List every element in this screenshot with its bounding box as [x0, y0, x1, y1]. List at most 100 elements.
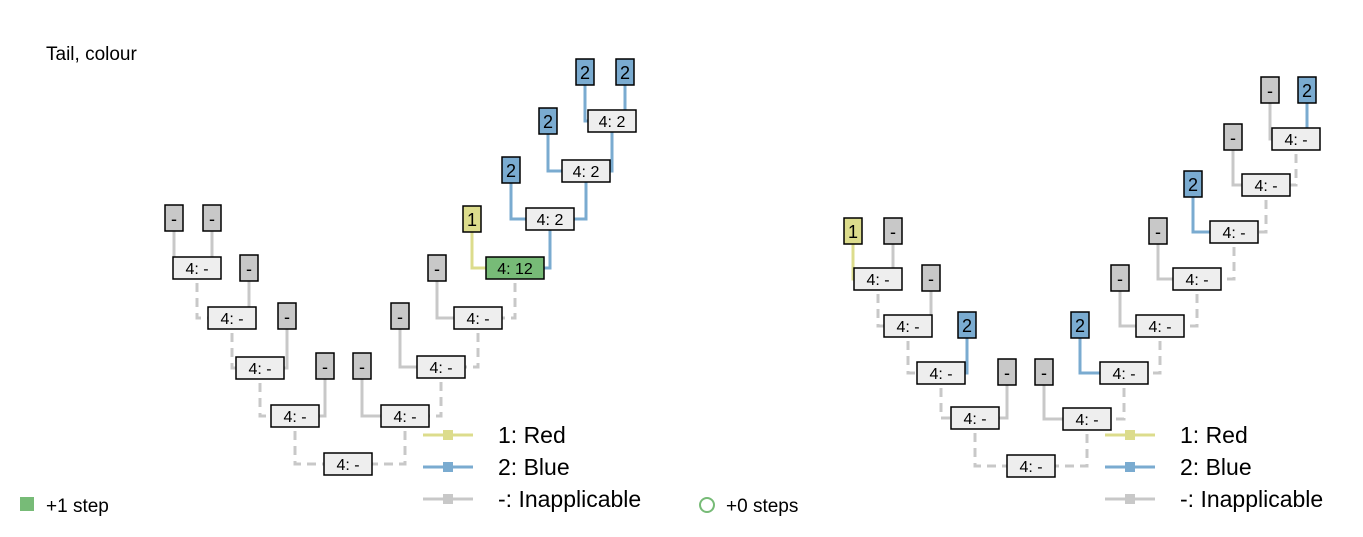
right-node-root-label: 4: - — [1019, 459, 1042, 476]
right-node-g — [1135, 314, 1185, 338]
left-leaf-l9-label: 2 — [506, 161, 516, 181]
right-node-b-label: 4: - — [896, 319, 919, 336]
right-leaf-l0 — [843, 217, 863, 245]
left-leaf-l5 — [352, 352, 372, 380]
left-leaf-l11 — [575, 58, 595, 86]
right-node-a-label: 4: - — [866, 272, 889, 289]
left-node-g-label: 4: - — [466, 311, 489, 328]
left-node-k-label: 4: 2 — [599, 114, 626, 131]
left-node-d-label: 4: - — [283, 409, 306, 426]
right-leaf-l7 — [1110, 264, 1130, 292]
left-leaf-l10-label: 2 — [543, 112, 553, 132]
right-leaf-l3-label: 2 — [962, 316, 972, 336]
right-node-f-label: 4: - — [1112, 366, 1135, 383]
right-node-e-label: 4: - — [1075, 412, 1098, 429]
left-leaf-l3 — [277, 302, 297, 330]
left-legend-swatch-2 — [443, 494, 453, 504]
right-node-i — [1209, 220, 1259, 244]
plus-one-step-icon — [20, 497, 34, 511]
right-node-j-label: 4: - — [1254, 178, 1277, 195]
left-leaf-l12 — [615, 58, 635, 86]
right-legend-label-1: 2: Blue — [1180, 454, 1252, 480]
right-leaf-l11-label: - — [1267, 81, 1273, 101]
right-leaf-l6-label: 2 — [1075, 316, 1085, 336]
right-node-d-label: 4: - — [963, 411, 986, 428]
right-node-a — [853, 267, 903, 291]
right-leaf-l9 — [1183, 170, 1203, 198]
left-edge-2 — [195, 268, 232, 320]
right-node-h-label: 4: - — [1185, 272, 1208, 289]
left-leaf-l7-label: - — [434, 259, 440, 279]
right-leaf-l8-label: - — [1155, 222, 1161, 242]
left-leaf-l4 — [315, 352, 335, 380]
right-node-root — [1006, 454, 1056, 478]
left-node-h — [485, 256, 545, 280]
right-legend-swatch-1 — [1125, 462, 1135, 472]
left-leaf-l3-label: - — [284, 307, 290, 327]
right-leaf-l5-label: - — [1041, 363, 1047, 383]
right-node-k-label: 4: - — [1284, 132, 1307, 149]
right-leaf-l2-label: - — [928, 269, 934, 289]
right-leaf-l10 — [1223, 123, 1243, 151]
right-leaf-l12-label: 2 — [1302, 81, 1312, 101]
left-node-i — [525, 207, 575, 231]
right-legend-label-0: 1: Red — [1180, 422, 1248, 448]
left-legend-label-1: 2: Blue — [498, 454, 570, 480]
right-node-f — [1099, 361, 1149, 385]
left-leaf-l5-label: - — [359, 357, 365, 377]
left-leaf-l6-label: - — [397, 307, 403, 327]
right-node-h — [1172, 267, 1222, 291]
right-node-e — [1062, 407, 1112, 431]
left-legend-label-2: -: Inapplicable — [498, 486, 641, 512]
left-node-g — [453, 306, 503, 330]
left-leaf-l11-label: 2 — [580, 63, 590, 83]
left-node-j — [561, 159, 611, 183]
left-node-root-label: 4: - — [336, 457, 359, 474]
left-node-root — [323, 452, 373, 476]
plus-zero-steps-icon — [699, 497, 715, 513]
left-node-e-label: 4: - — [393, 409, 416, 426]
left-node-c-label: 4: - — [248, 361, 271, 378]
left-node-b-label: 4: - — [220, 311, 243, 328]
left-leaf-l0-label: - — [171, 209, 177, 229]
right-leaf-l2 — [921, 264, 941, 292]
right-leaf-l9-label: 2 — [1188, 175, 1198, 195]
left-leaf-l2-label: - — [246, 259, 252, 279]
left-node-i-label: 4: 2 — [537, 212, 564, 229]
left-leaf-l9 — [501, 156, 521, 184]
left-leaf-l4-label: - — [322, 357, 328, 377]
right-leaf-l0-label: 1 — [848, 222, 858, 242]
right-leaf-l7-label: - — [1117, 269, 1123, 289]
right-legend-swatch-2 — [1125, 494, 1135, 504]
left-legend-swatch-0 — [443, 430, 453, 440]
right-leaf-l4 — [997, 358, 1017, 386]
left-node-e — [380, 404, 430, 428]
right-edge-15 — [1160, 279, 1199, 328]
left-leaf-l0 — [164, 204, 184, 232]
right-leaf-l1 — [883, 217, 903, 245]
left-legend-label-0: 1: Red — [498, 422, 566, 448]
right-node-d — [950, 406, 1000, 430]
right-node-c-label: 4: - — [929, 366, 952, 383]
left-leaf-l2 — [239, 254, 259, 282]
right-node-b — [883, 314, 933, 338]
right-leaf-l5 — [1034, 358, 1054, 386]
title: Tail, colour — [46, 44, 137, 65]
right-edge-9 — [1031, 419, 1089, 468]
left-node-j-label: 4: 2 — [573, 164, 600, 181]
right-leaf-l1-label: - — [890, 222, 896, 242]
plus-zero-steps-label: +0 steps — [726, 496, 798, 517]
left-leaf-l6 — [390, 302, 410, 330]
left-leaf-l12-label: 2 — [620, 63, 630, 83]
right-leaf-l4-label: - — [1004, 363, 1010, 383]
right-legend-label-2: -: Inapplicable — [1180, 486, 1323, 512]
left-node-f — [416, 355, 466, 379]
left-leaf-l10 — [538, 107, 558, 135]
right-leaf-l11 — [1260, 76, 1280, 104]
left-node-c — [235, 356, 285, 380]
right-leaf-l3 — [957, 311, 977, 339]
right-edge-17 — [1197, 232, 1236, 281]
left-leaf-l8 — [462, 205, 482, 233]
right-edge-13 — [1124, 326, 1162, 375]
